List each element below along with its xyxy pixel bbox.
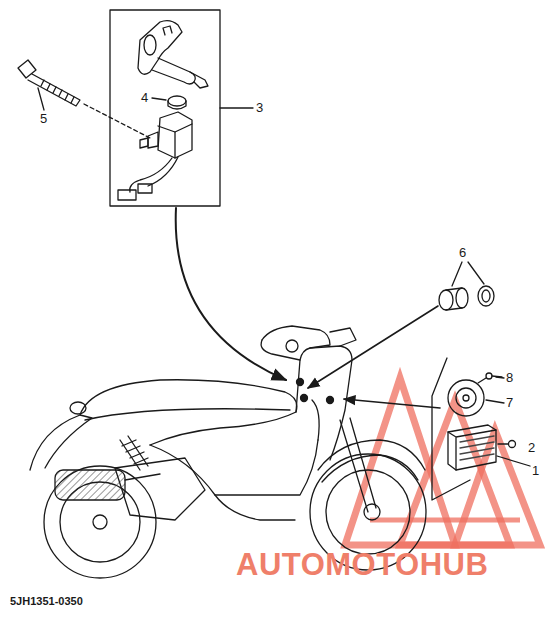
main-switch [118,112,192,200]
horn [448,378,486,416]
leader-line [152,98,166,100]
scooter-body [30,326,426,578]
leader-line [220,107,253,108]
lock-washer [168,96,186,109]
location-dot [301,395,308,402]
bolt [18,60,150,138]
key-cylinder [138,21,208,88]
leader-line [486,377,504,403]
callout-number: 8 [506,371,513,384]
switch-caps [439,286,494,310]
callout-number: 5 [40,112,47,125]
watermark-logo [345,378,540,545]
location-arrow [308,306,438,388]
callout-number: 4 [141,91,148,104]
callout-number: 1 [532,464,539,477]
parts-box [110,10,220,206]
location-arrow [344,399,440,408]
callout-number: 6 [459,246,466,259]
leader-line [38,88,44,110]
callout-number: 3 [256,101,263,114]
callout-number: 7 [506,396,513,409]
leader-line [452,262,484,286]
location-dot [297,379,304,386]
callout-number: 2 [528,441,535,454]
location-arrow [176,208,286,380]
screw [498,441,516,448]
watermark: AUTOMOTOHUB [236,549,488,580]
part-code: 5JH1351-0350 [10,596,83,607]
leader-line [497,456,530,466]
rectifier-regulator [448,425,496,470]
location-dot [327,397,334,404]
